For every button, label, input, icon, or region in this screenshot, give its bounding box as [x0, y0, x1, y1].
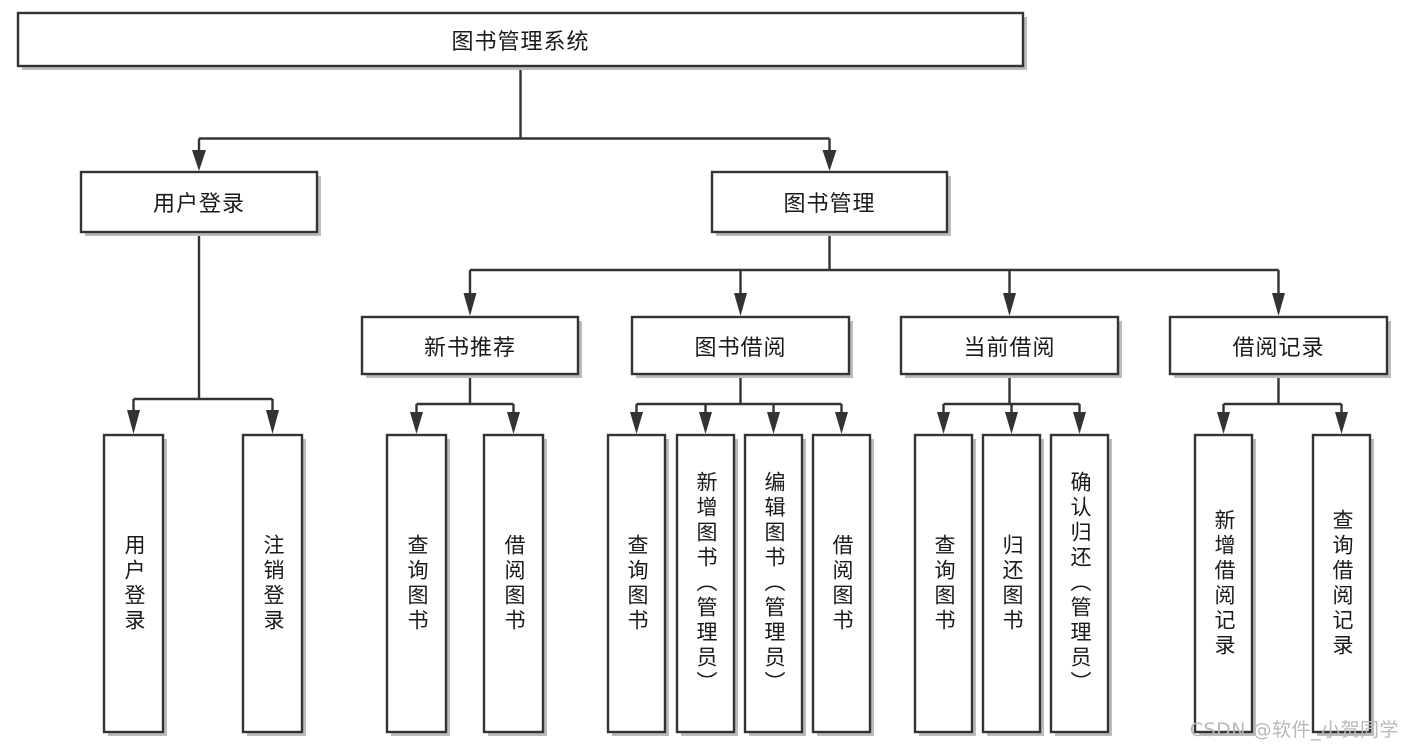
node-box-current-borrow[interactable]: [899, 315, 1120, 376]
node-box-leaf-8[interactable]: [913, 433, 974, 734]
arrow-root-to-user-login: [192, 150, 206, 171]
node-box-new-book-recommend[interactable]: [360, 315, 580, 376]
arrow-userlogin-leaf-2: [266, 410, 279, 434]
arrow-bookmgmt-child-1: [463, 293, 477, 316]
node-box-leaf-6[interactable]: [743, 433, 804, 734]
connectors-layer: [127, 66, 1348, 434]
node-box-leaf-12[interactable]: [1311, 433, 1372, 734]
node-box-leaf-0[interactable]: [102, 433, 165, 734]
arrow-borrow-leaf-3: [767, 412, 780, 434]
node-box-book-management[interactable]: [710, 170, 949, 234]
node-box-leaf-2[interactable]: [385, 433, 448, 734]
node-box-leaf-4[interactable]: [606, 433, 667, 734]
node-box-leaf-10[interactable]: [1049, 433, 1110, 734]
arrow-bookmgmt-child-4: [1272, 293, 1285, 316]
node-box-leaf-3[interactable]: [482, 433, 545, 734]
arrow-record-leaf-2: [1335, 412, 1348, 434]
arrow-current-leaf-1: [937, 412, 950, 434]
arrow-borrow-leaf-1: [630, 412, 643, 434]
arrow-borrow-leaf-4: [835, 412, 848, 434]
node-box-leaf-7[interactable]: [811, 433, 872, 734]
node-box-borrow-record[interactable]: [1168, 315, 1389, 376]
node-box-root[interactable]: [16, 11, 1025, 68]
node-box-leaf-11[interactable]: [1193, 433, 1254, 734]
node-box-book-borrow[interactable]: [630, 315, 851, 376]
node-box-leaf-9[interactable]: [981, 433, 1042, 734]
node-box-leaf-1[interactable]: [241, 433, 304, 734]
arrow-record-leaf-1: [1217, 412, 1230, 434]
arrow-newbook-leaf-2: [507, 412, 520, 434]
node-box-user-login[interactable]: [79, 170, 319, 234]
node-box-leaf-5[interactable]: [675, 433, 736, 734]
nodes-layer: [16, 11, 1391, 736]
arrow-userlogin-leaf-1: [127, 410, 140, 434]
arrow-bookmgmt-child-3: [1003, 293, 1016, 316]
arrow-current-leaf-3: [1073, 412, 1086, 434]
arrow-bookmgmt-child-2: [734, 293, 747, 316]
arrow-root-to-book-mgmt: [822, 150, 837, 171]
arrow-borrow-leaf-2: [699, 412, 712, 434]
arrow-newbook-leaf-1: [410, 412, 423, 434]
arrow-current-leaf-2: [1005, 412, 1018, 434]
